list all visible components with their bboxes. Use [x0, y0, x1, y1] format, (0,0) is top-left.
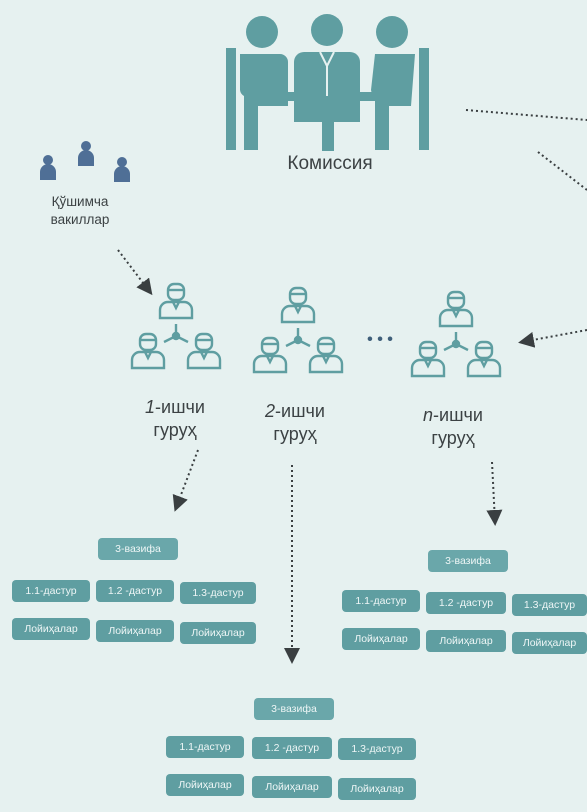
projects-box: Лойиҳалар	[342, 628, 420, 650]
program-box: 1.3-дастур	[338, 738, 416, 760]
working-group-2-icon	[250, 284, 346, 380]
program-box: 1.2 -дастур	[426, 592, 506, 614]
projects-box: Лойиҳалар	[252, 776, 332, 798]
arrow-to-groupn	[518, 329, 587, 348]
group-n-number: n	[423, 405, 434, 425]
arrow-group1-down	[172, 449, 199, 512]
task-title: 3-вазифа	[98, 538, 178, 560]
program-box: 1.2 -дастур	[252, 737, 332, 759]
working-group-1-icon	[128, 280, 224, 376]
projects-box: Лойиҳалар	[338, 778, 416, 800]
ellipsis: • • •	[367, 331, 393, 348]
group-n-label: n-ишчи гуруҳ	[408, 404, 498, 449]
program-box: 1.2 -дастур	[96, 580, 174, 602]
group-2-number: 2	[265, 401, 276, 421]
task-title: 3-вазифа	[254, 698, 334, 720]
program-box: 1.1-дастур	[166, 736, 244, 758]
group-2-label: 2-ишчи гуруҳ	[250, 400, 340, 445]
program-box: 1.3-дастур	[512, 594, 587, 616]
arrow-commission-right-diag	[537, 151, 587, 191]
projects-box: Лойиҳалар	[512, 632, 587, 654]
task-title: 3-вазифа	[428, 550, 508, 572]
projects-box: Лойиҳалар	[180, 622, 256, 644]
extra-representatives-line1: Қўшимча	[51, 194, 109, 209]
working-group-n-icon	[408, 288, 504, 384]
arrow-commission-right	[465, 109, 587, 121]
group-n-line2: гуруҳ	[431, 427, 475, 448]
commission-meeting-icon	[226, 14, 429, 151]
group-1-line2: гуруҳ	[153, 419, 197, 440]
projects-box: Лойиҳалар	[426, 630, 506, 652]
group-2-line2: гуруҳ	[273, 423, 317, 444]
program-box: 1.1-дастур	[12, 580, 90, 602]
arrow-groupn-down	[486, 461, 503, 526]
group-2-suffix: -ишчи	[275, 401, 325, 421]
group-1-suffix: -ишчи	[155, 397, 205, 417]
projects-box: Лойиҳалар	[12, 618, 90, 640]
extra-representatives-line2: вакиллар	[50, 212, 110, 227]
projects-box: Лойиҳалар	[96, 620, 174, 642]
program-box: 1.1-дастур	[342, 590, 420, 612]
group-1-number: 1	[145, 397, 156, 417]
arrow-extra-to-group1	[117, 249, 153, 296]
group-1-label: 1-ишчи гуруҳ	[130, 396, 220, 441]
commission-label: Комиссия	[287, 153, 373, 174]
program-box: 1.3-дастур	[180, 582, 256, 604]
group-n-suffix: -ишчи	[433, 405, 483, 425]
extra-representatives-icon	[40, 141, 130, 182]
projects-box: Лойиҳалар	[166, 774, 244, 796]
